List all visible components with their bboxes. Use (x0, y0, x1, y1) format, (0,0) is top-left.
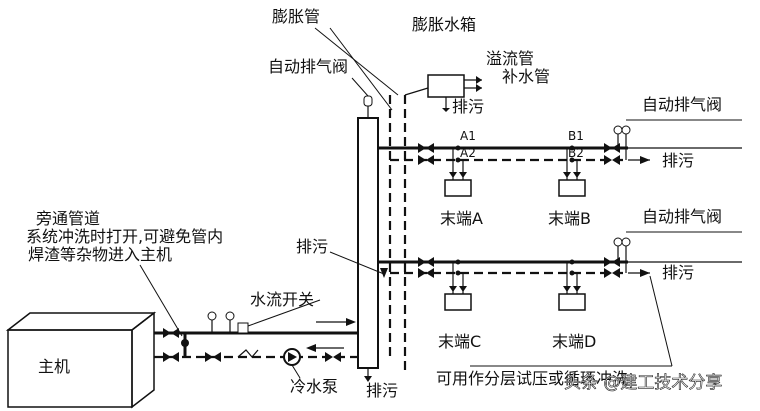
drain-bottom-label: 排污 (366, 381, 398, 400)
bottom-note: 可用作分层试压或循环冲洗 (436, 369, 628, 388)
strainer (237, 349, 259, 358)
bypass-pipe (181, 333, 189, 357)
expansion-tank (404, 74, 482, 112)
terminal-d-unit (558, 262, 586, 311)
gauges (207, 311, 235, 333)
main-unit-box (5, 311, 157, 409)
point-b1: B1 (568, 129, 584, 143)
terminal-b-unit (558, 148, 586, 197)
expansion-tank-label: 膨胀水箱 (412, 15, 476, 34)
point-a2: A2 (460, 146, 476, 160)
valves-main (163, 328, 341, 362)
pump-label: 冷水泵 (290, 377, 338, 396)
pump (283, 348, 301, 379)
auto-vent-top (351, 77, 373, 118)
flow-arrows (306, 318, 356, 352)
point-b2: B2 (568, 146, 584, 160)
watermark-text: 头条 @建工技术分享 (564, 373, 722, 393)
drain-tank-label: 排污 (452, 97, 484, 116)
drain-upper-label: 排污 (662, 151, 694, 170)
auto-vent-right-top-label: 自动排气阀 (642, 95, 722, 114)
return-pipes (154, 95, 650, 370)
drain-lower-label: 排污 (662, 263, 694, 282)
auto-vent-right-top (613, 119, 742, 164)
auto-vent-right-bottom (613, 231, 742, 277)
drain-bottom (364, 368, 372, 382)
terminal-c-label: 末端C (438, 332, 481, 351)
valves-lower-branch (329, 251, 620, 278)
point-a1: A1 (460, 129, 476, 143)
auto-vent-right-bottom-label: 自动排气阀 (642, 207, 722, 226)
note-leader (649, 275, 673, 367)
terminal-b-label: 末端B (548, 209, 591, 228)
auto-vent-top-label: 自动排气阀 (268, 57, 348, 76)
bypass-leader (139, 264, 183, 337)
bypass-line2: 系统冲洗时打开,可避免管内 (26, 227, 223, 246)
flow-switch-label: 水流开关 (250, 290, 314, 309)
terminal-c-unit (444, 262, 472, 311)
expansion-pipe-leader (314, 27, 399, 96)
flow-switch (237, 299, 321, 334)
bypass-title: 旁通管道 (36, 209, 100, 228)
terminal-a-unit (444, 148, 472, 197)
valves-upper-branch (418, 143, 620, 165)
terminal-a-label: 末端A (440, 209, 483, 228)
main-unit-label: 主机 (38, 357, 70, 376)
drain-middle-left-label: 排污 (296, 237, 328, 256)
expansion-pipe-label: 膨胀管 (272, 7, 320, 26)
terminal-d-label: 末端D (552, 332, 596, 351)
bypass-line3: 焊渣等杂物进入主机 (28, 245, 172, 264)
makeup-pipe-label: 补水管 (502, 67, 550, 86)
overflow-pipe-label: 溢流管 (486, 49, 534, 68)
